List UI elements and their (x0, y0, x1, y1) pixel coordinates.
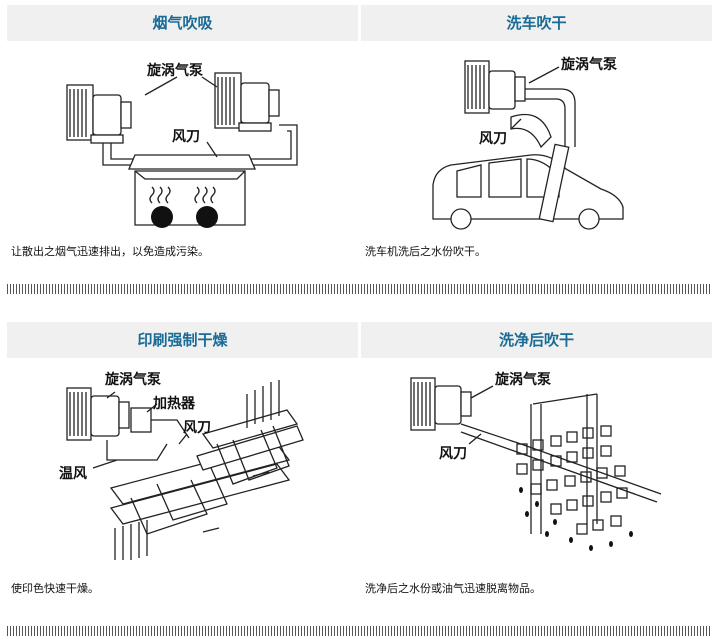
vortex-blower-left (66, 84, 132, 144)
vortex-blower (66, 387, 130, 441)
label-warm-air: 温风 (59, 466, 87, 482)
panel-title: 印刷强制干燥 (7, 322, 358, 358)
print-rollers (109, 380, 304, 560)
car-silhouette (432, 154, 624, 230)
car-wash-illustration: 旋涡气泵 风刀 (432, 56, 624, 230)
label-blower: 旋涡气泵 (104, 371, 161, 388)
air-knife (538, 143, 570, 223)
panel-caption: 洗净后之水份或油气迅速脱离物品。 (365, 582, 541, 595)
section-divider (7, 284, 711, 294)
label-blower: 旋涡气泵 (494, 371, 551, 388)
vortex-blower-right (214, 72, 280, 132)
panel-caption: 使印色快速干燥。 (11, 582, 99, 595)
air-knife (128, 154, 256, 170)
panel-caption: 洗车机洗后之水份吹干。 (365, 245, 486, 258)
label-knife: 风刀 (479, 131, 507, 147)
vortex-blower (410, 377, 472, 431)
parts-rack (516, 393, 633, 551)
print-drying-illustration: 旋涡气泵 加热器 风刀 温风 (59, 371, 304, 560)
label-knife: 风刀 (183, 420, 211, 436)
section-divider (7, 626, 711, 636)
label-knife: 风刀 (439, 446, 467, 462)
label-heater: 加热器 (152, 395, 196, 412)
label-blower: 旋涡气泵 (146, 62, 203, 79)
panel-title: 洗净后吹干 (361, 322, 712, 358)
smoke-suction-illustration: 旋涡气泵 风刀 (66, 62, 298, 228)
panel-title: 洗车吹干 (361, 5, 712, 41)
post-wash-illustration: 旋涡气泵 风刀 (410, 371, 662, 551)
panel-title: 烟气吹吸 (7, 5, 358, 41)
label-knife: 风刀 (172, 129, 200, 145)
smoke-source-box (134, 170, 246, 228)
label-blower: 旋涡气泵 (560, 56, 617, 73)
panel-caption: 让散出之烟气迅速排出，以免造成污染。 (11, 245, 209, 258)
vortex-blower (464, 60, 526, 114)
